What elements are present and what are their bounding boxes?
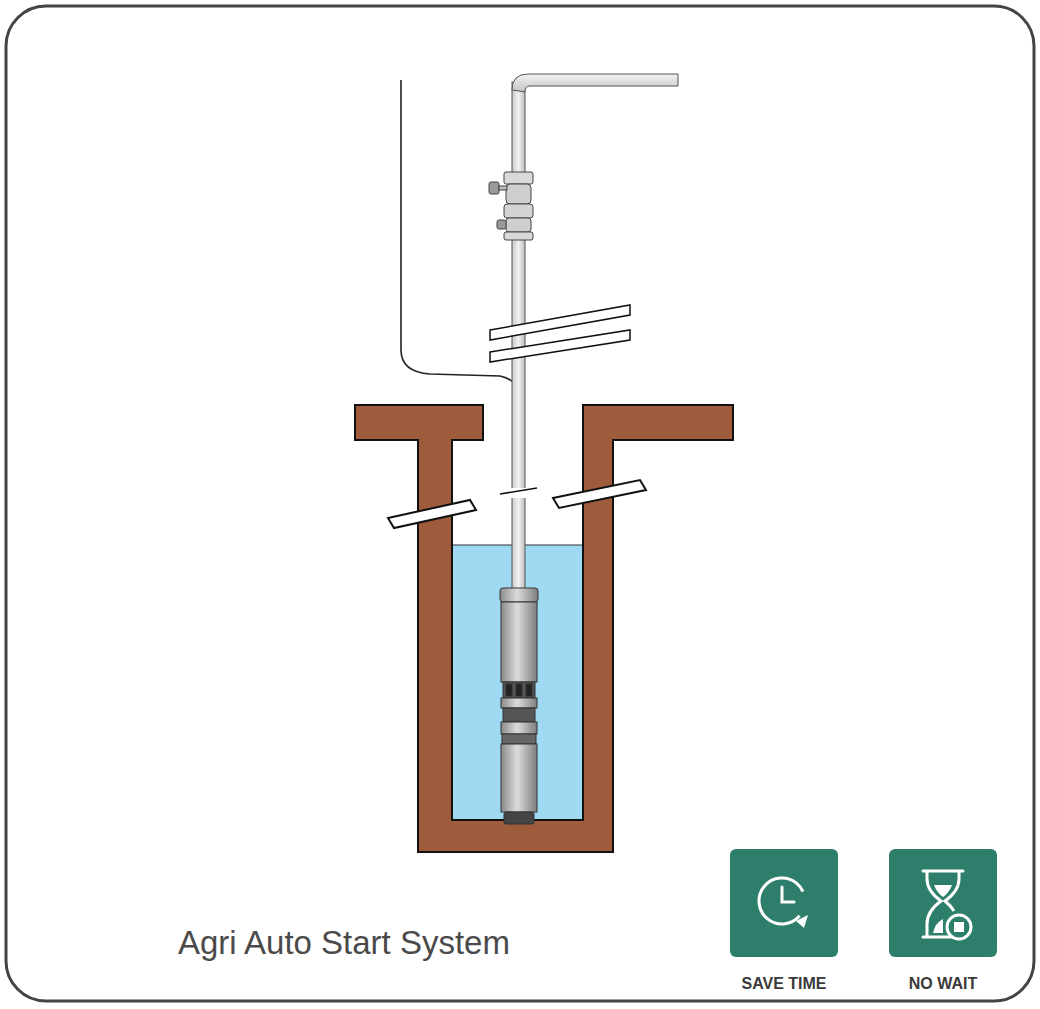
break-mark xyxy=(500,488,537,494)
frame xyxy=(6,6,1034,1001)
outlet-pipe xyxy=(512,74,678,92)
icon-tile: SAVE TIME xyxy=(730,849,838,957)
diagram-title: Agri Auto Start System xyxy=(178,924,510,962)
submersible-pump xyxy=(500,588,538,824)
icon-caption: NO WAIT xyxy=(909,975,977,993)
hourglass-icon xyxy=(889,849,997,957)
icon-caption: SAVE TIME xyxy=(741,975,826,993)
break-mark xyxy=(490,305,630,362)
riser-pipe xyxy=(512,82,525,592)
valve xyxy=(489,172,533,240)
icon-tile: NO WAIT xyxy=(889,849,997,957)
well-wall xyxy=(355,405,733,852)
clock-icon xyxy=(730,849,838,957)
